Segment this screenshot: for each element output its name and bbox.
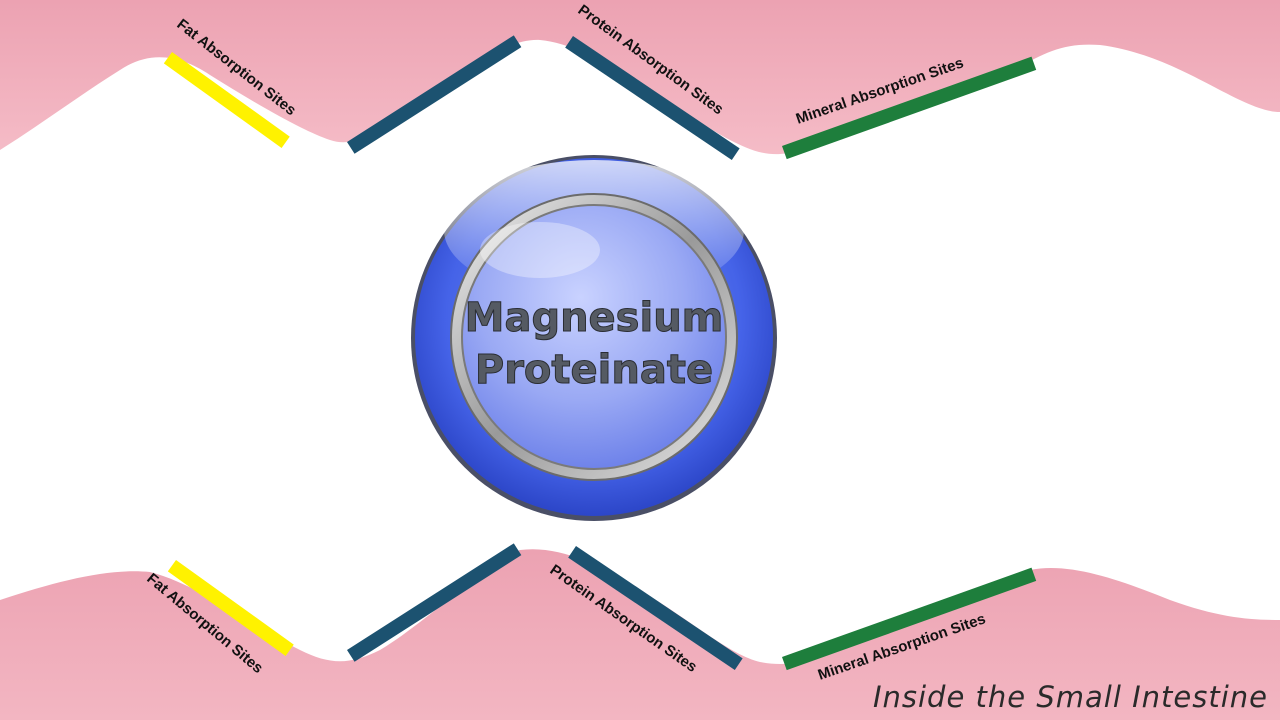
top-protein-band-right: [565, 36, 740, 161]
inner-highlight: [480, 222, 600, 278]
bottom-protein-band-left: [347, 543, 522, 662]
top-fat-band: [163, 51, 290, 148]
bottom-protein-band-right: [568, 546, 743, 671]
magnesium-proteinate-sphere: Magnesium Proteinate: [411, 155, 777, 521]
bottom-intestine-wall: [0, 549, 1280, 720]
caption: Inside the Small Intestine: [873, 680, 1268, 714]
bottom-mineral-band: [782, 567, 1037, 671]
top-mineral-band: [782, 56, 1037, 160]
center-title-line2: Proteinate: [475, 347, 713, 393]
bottom-fat-band: [167, 560, 294, 656]
top-intestine-wall: [0, 0, 1280, 155]
sphere-inner: [461, 204, 727, 470]
center-title-line1: Magnesium: [465, 295, 724, 341]
top-protein-band-left: [347, 35, 522, 154]
